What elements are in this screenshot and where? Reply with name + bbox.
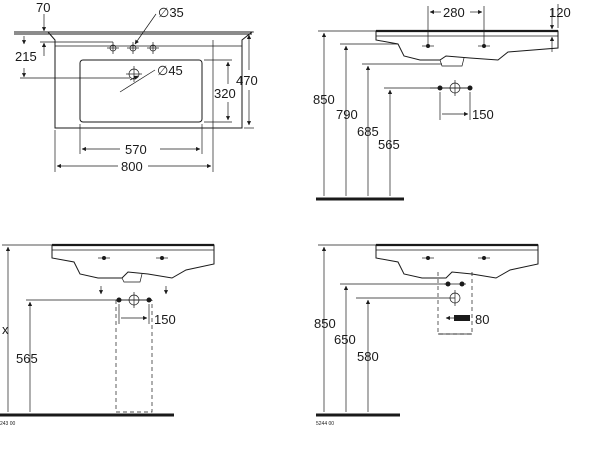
dim-320: 320 [214,86,236,101]
pedestal-view: 150 x 565 243 00 [0,243,215,427]
dim-565-pedestal: 565 [16,351,38,366]
dim-580: 580 [357,349,379,364]
dim-45: ∅45 [157,63,183,78]
basin-profile [375,30,559,61]
dim-850-half: 850 [314,316,336,331]
half-pedestal-body [437,272,473,335]
dim-215: 215 [15,49,37,64]
dim-685: 685 [357,124,379,139]
dim-70: 70 [36,0,50,15]
dim-650: 650 [334,332,356,347]
half-pedestal-basin-profile [375,244,539,279]
half-pedestal-code: 5244 00 [316,421,334,427]
dim-150-side: 150 [472,107,494,122]
half-pedestal-connection [444,281,466,306]
dim-565-side: 565 [378,137,400,152]
dim-470: 470 [236,73,258,88]
pedestal-basin-profile [51,244,215,279]
side-view: 280 120 850 790 685 565 150 [313,4,571,201]
dim-150-pedestal: 150 [154,312,176,327]
pedestal-code: 243 00 [0,421,16,427]
pedestal-connection [26,292,152,308]
waste-connection [430,80,473,96]
dim-120: 120 [549,5,571,20]
dim-35: ∅35 [158,5,184,20]
half-pedestal-view: 80 850 650 580 5244 00 [314,243,539,427]
dim-800: 800 [121,159,143,174]
tap-holes [107,42,159,54]
dim-570: 570 [125,142,147,157]
side-tap-holes [422,44,490,48]
dim-790: 790 [336,107,358,122]
basin-bowl [79,59,203,123]
dim-850-side: 850 [313,92,335,107]
top-view: ∅35 ∅45 70 215 470 320 570 [14,0,258,174]
dim-280: 280 [443,5,465,20]
dim-x: x [2,322,9,337]
dim-80: 80 [475,312,489,327]
pedestal-column [115,299,153,413]
